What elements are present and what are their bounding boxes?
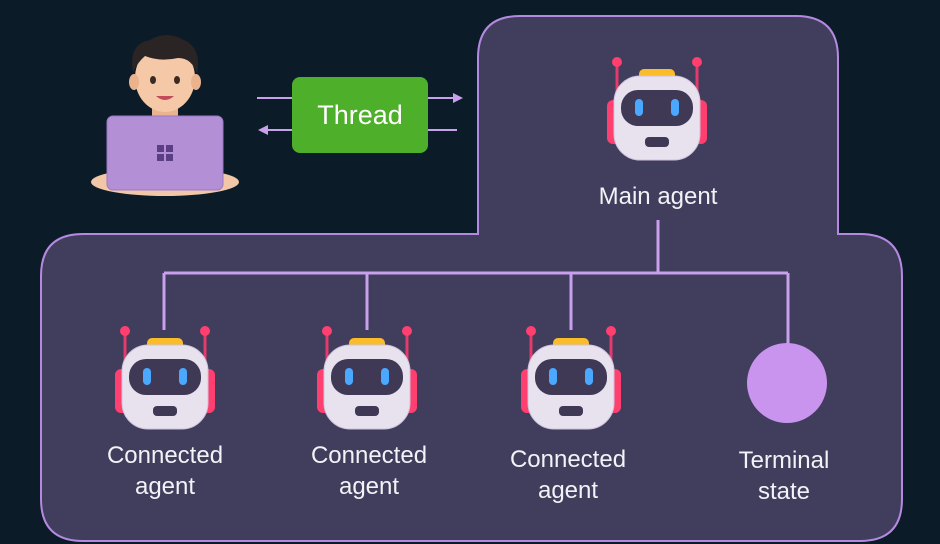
user-with-laptop-icon [91,35,239,196]
connected-agent-3-label-line2: agent [537,477,599,504]
tree-connectors [162,220,790,345]
main-agent-label: Main agent [598,183,718,210]
connected-agent-1-label-line1: Connected [106,442,224,469]
terminal-state-label: Terminal state [704,445,864,507]
terminal-state-label-line2: state [757,478,811,505]
connected-agent-3-label: Connected agent [488,444,648,506]
thread-box: Thread [292,77,428,153]
thread-label: Thread [317,99,403,130]
connected-agent-1-label: Connected agent [85,440,245,502]
terminal-state-label-line1: Terminal [738,447,830,474]
connected-agent-2-label-line2: agent [338,473,400,500]
connected-agent-2-label: Connected agent [289,440,449,502]
connected-agent-3-label-line1: Connected [509,446,627,473]
connected-agent-2-label-line1: Connected [310,442,428,469]
connected-agent-1-label-line2: agent [134,473,196,500]
terminal-state-circle-icon [747,343,827,423]
